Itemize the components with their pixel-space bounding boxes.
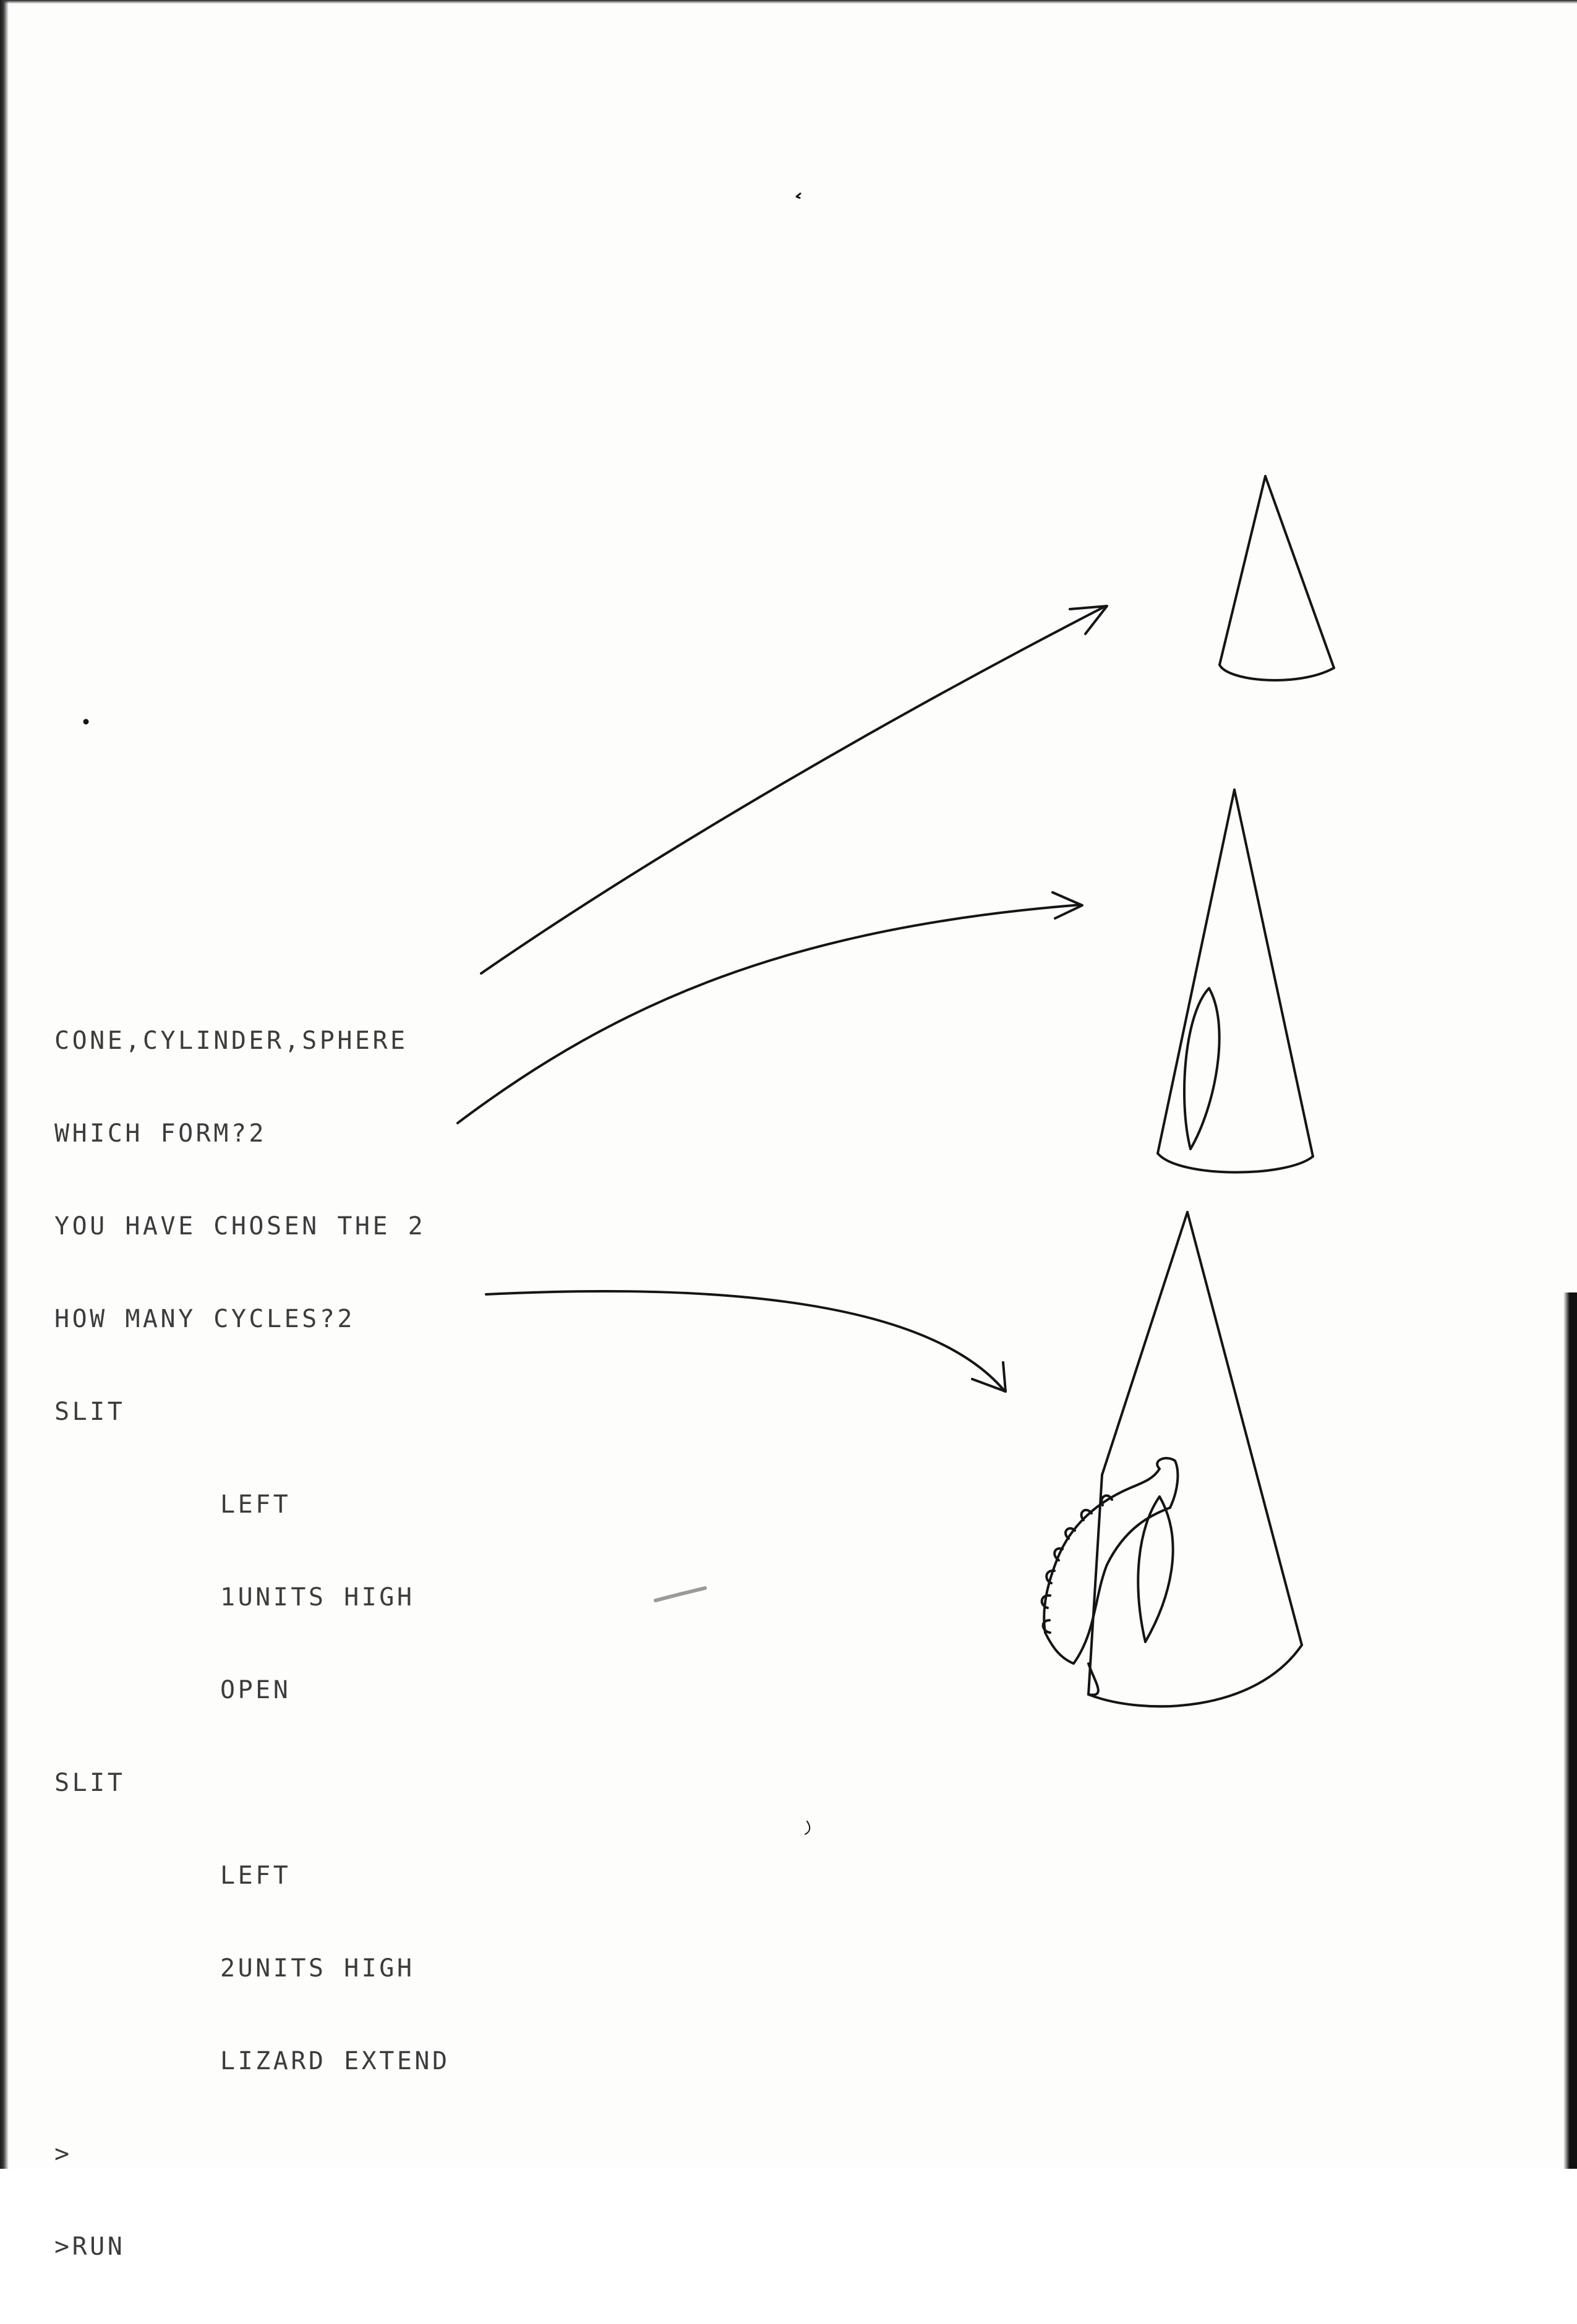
stray-dot — [83, 719, 89, 725]
printout-line-height-2: 2UNITS HIGH — [220, 1954, 415, 1983]
printout-line-slit-2: SLIT — [54, 1769, 126, 1797]
arrow-to-slit-cone — [456, 891, 1083, 1124]
printout-line-cycles: HOW MANY CYCLES?2 — [54, 1305, 355, 1333]
arrow-to-plain-cone — [480, 605, 1108, 975]
scan-edge-right — [1563, 1292, 1577, 2169]
lizard-slit — [1137, 1495, 1174, 1643]
smudge-mark — [654, 1586, 707, 1602]
scanned-page: CONE,CYLINDER,SPHERE WHICH FORM?2 YOU HA… — [0, 0, 1577, 2261]
lizard-cone-drawing — [1040, 1211, 1303, 1708]
printout-line-slit-1: SLIT — [54, 1398, 126, 1426]
stray-mark — [805, 1821, 811, 1835]
printout-line-left-2: LEFT — [220, 1861, 291, 1890]
printout-line-chosen: YOU HAVE CHOSEN THE 2 — [54, 1212, 426, 1241]
printout-line-forms: CONE,CYLINDER,SPHERE — [54, 1027, 408, 1055]
plain-cone-drawing — [1218, 475, 1335, 681]
lizard-body — [1043, 1456, 1179, 1665]
scan-edge-top — [0, 0, 1577, 4]
printout-line-which-form: WHICH FORM?2 — [54, 1119, 267, 1148]
slit-cone-drawing — [1156, 788, 1314, 1174]
open-slit — [1183, 987, 1221, 1150]
hand-drawn-sketches — [83, 192, 1335, 1835]
printout-line-run: >RUN — [54, 2232, 126, 2261]
printout-line-prompt: > — [54, 2140, 72, 2168]
printout-line-height-1: 1UNITS HIGH — [220, 1583, 415, 1612]
printout-line-lizard-extend: LIZARD EXTEND — [220, 2047, 450, 2075]
printout-line-open: OPEN — [220, 1676, 291, 1704]
printout-line-left-1: LEFT — [220, 1490, 291, 1519]
scan-edge-left — [0, 0, 9, 2169]
arrow-to-lizard-cone — [485, 1289, 1007, 1393]
stray-mark — [795, 192, 801, 199]
